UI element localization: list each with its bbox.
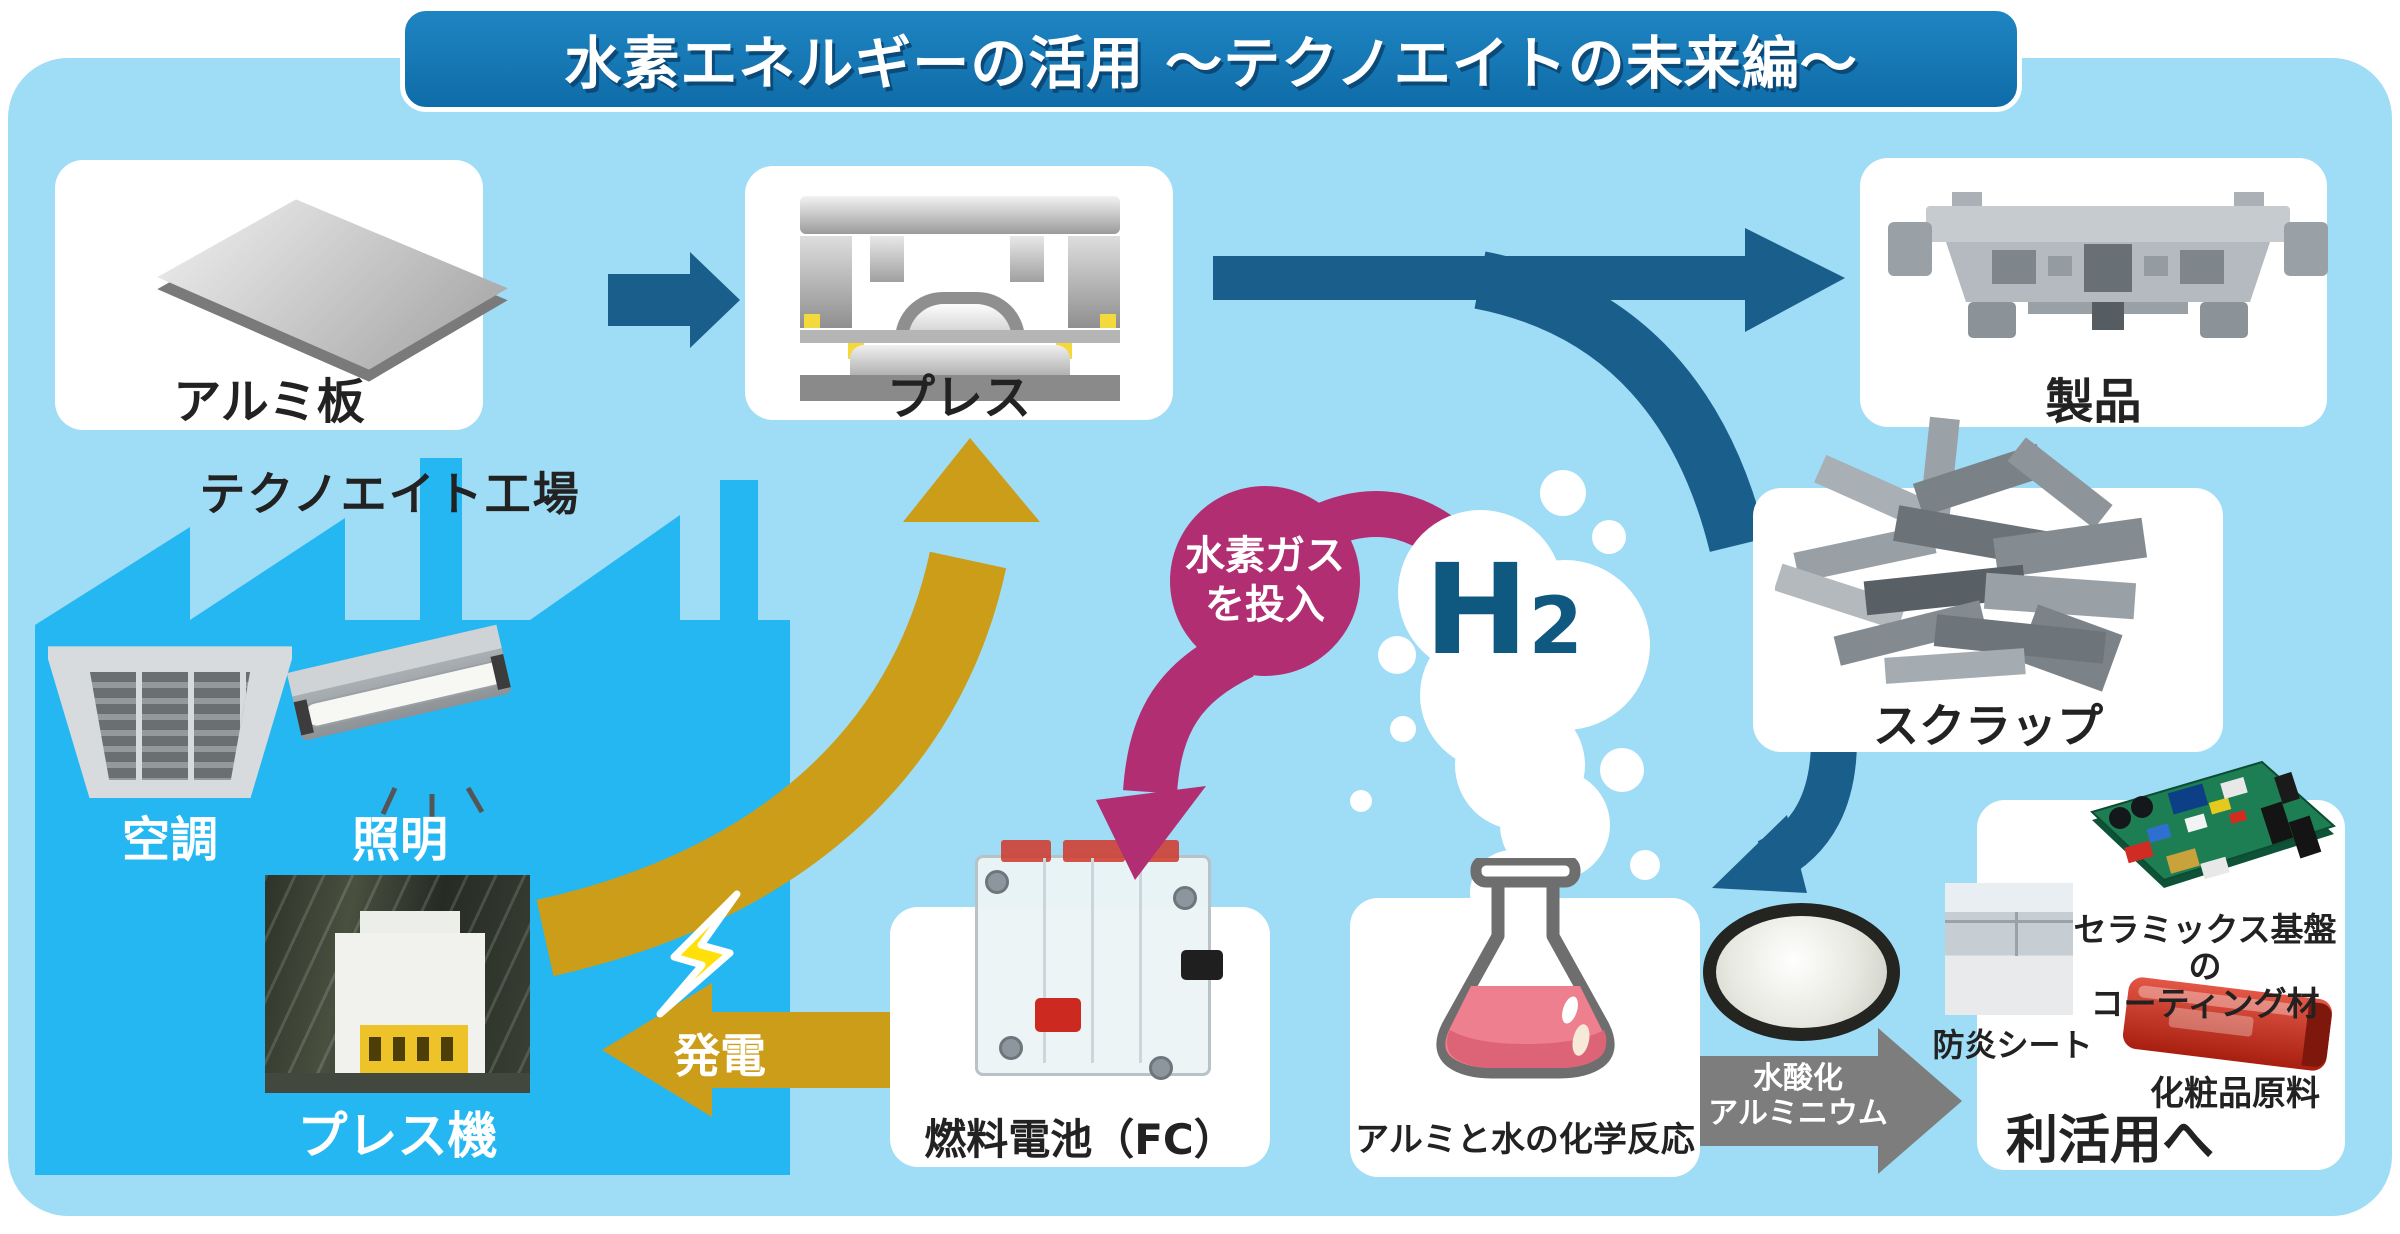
hydrogen-gas-line2: を投入 [1205, 582, 1325, 628]
press-mid-bar [800, 330, 1120, 343]
reuse-heading-label: 利活用へ [2005, 1111, 2214, 1171]
press-machine-photo [265, 875, 530, 1093]
title-banner: 水素エネルギーの活用 〜テクノエイトの未来編〜 [400, 6, 2022, 112]
hydroxide-label: 水酸化 アルミニウム [1698, 1061, 1898, 1131]
cosmetics-label: 化粧品原料 [2150, 1074, 2320, 1114]
guard-window [369, 1037, 381, 1061]
scrap-label: スクラップ [1873, 699, 2103, 753]
h2-bubble [1630, 850, 1660, 880]
aluminum-plate-icon [150, 192, 515, 382]
air-conditioner-icon [48, 646, 292, 798]
hydrogen-gas-line1: 水素ガス [1185, 533, 1345, 580]
plate-face [157, 199, 508, 370]
factory-floor [265, 1073, 530, 1093]
flask-lip [1470, 858, 1581, 888]
h2-letter: H [1424, 538, 1529, 683]
circuit-board-icon [2090, 760, 2336, 888]
press-column-left [800, 236, 852, 328]
hydroxide-line2: アルミニウム [1708, 1095, 1888, 1131]
fc-plate-line [1043, 858, 1046, 1063]
press-die-icon [790, 196, 1130, 406]
flask-bubble [1572, 1024, 1590, 1056]
ceramic-coating-label: セラミックス基盤の コーティング材 [2060, 910, 2350, 1023]
reaction-label: アルミと水の化学反応 [1355, 1120, 1695, 1160]
h2-subscript: 2 [1528, 582, 1583, 672]
press-pin-left [870, 236, 904, 282]
flask-highlight [1562, 996, 1578, 1024]
fuel-cell-label: 燃料電池（FC） [924, 1115, 1236, 1164]
flask-icon [1436, 858, 1615, 1079]
flame-sheet-label: 防炎シート [1932, 1026, 2093, 1064]
fuel-cell-icon [963, 828, 1225, 1090]
press-machine-label: プレス機 [297, 1107, 498, 1165]
ceramic-line2: コーティング材 [2090, 983, 2320, 1023]
flask-liquid-shade [1447, 1030, 1607, 1068]
aluminum-hydroxide-powder-photo [1703, 903, 1900, 1041]
fc-black-terminal [1181, 950, 1223, 980]
page-title: 水素エネルギーの活用 〜テクノエイトの未来編〜 [564, 31, 1858, 97]
press-accent-right [1100, 314, 1116, 328]
press-lower-blank [850, 345, 1070, 375]
guard-window [393, 1037, 405, 1061]
flame-proof-sheet-photo [1945, 883, 2073, 1015]
press-base [800, 375, 1120, 401]
press-label: プレス [886, 370, 1031, 426]
fc-red-stripe [1001, 840, 1051, 862]
ac-grille [90, 672, 250, 780]
h2-bubble [1390, 716, 1416, 742]
fc-screw [1149, 1056, 1173, 1080]
ceramic-line1: セラミックス基盤の [2073, 910, 2337, 986]
factory-name-label: テクノエイト工場 [199, 467, 581, 521]
h2-bubble [1600, 748, 1644, 792]
h2-bubble [1540, 470, 1586, 516]
fc-plate-line [1091, 858, 1094, 1063]
lighting-label: 照明 [351, 812, 448, 868]
fc-screw [999, 1036, 1023, 1060]
h2-bubble [1350, 790, 1372, 812]
generation-label: 発電 [674, 1029, 766, 1083]
product-label: 製品 [2045, 374, 2142, 430]
fc-red-terminal [1035, 998, 1081, 1032]
fc-screw [1173, 886, 1197, 910]
guard-window [441, 1037, 453, 1061]
press-top-beam [800, 196, 1120, 234]
hydroxide-line1: 水酸化 [1753, 1061, 1843, 1096]
hydrogen-gas-badge: 水素ガス を投入 [1170, 486, 1360, 676]
fc-plate-line [1139, 858, 1142, 1063]
h2-symbol: H2 [1424, 548, 1624, 673]
aluminum-plate-label: アルミ板 [173, 374, 365, 430]
press-column-right [1068, 236, 1120, 328]
fc-red-stripe [1063, 840, 1125, 862]
h2-bubble [1378, 636, 1416, 674]
fc-screw [985, 870, 1009, 894]
press-pin-right [1010, 236, 1044, 282]
ac-label: 空調 [121, 812, 218, 868]
stamped-product-icon [1888, 192, 2328, 338]
scrap-pile-icon [1775, 416, 2148, 692]
guard-window [417, 1037, 429, 1061]
press-accent-left [804, 314, 820, 328]
